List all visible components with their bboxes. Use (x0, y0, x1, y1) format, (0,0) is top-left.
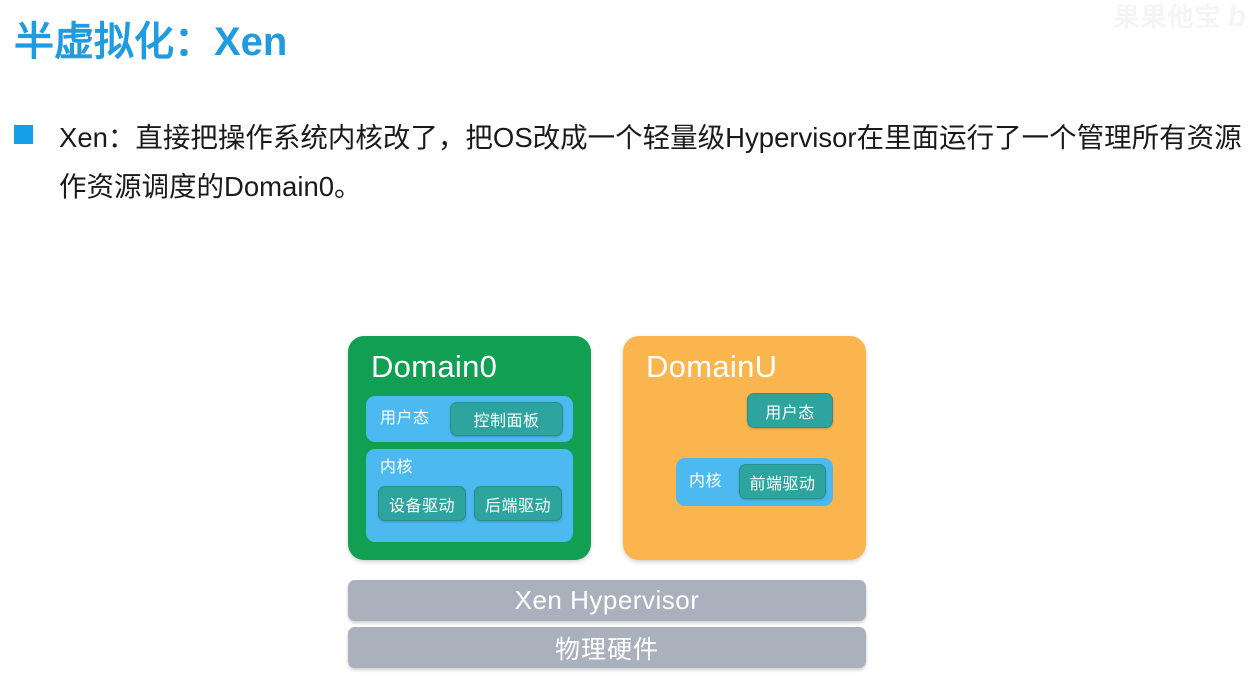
bullet-item-text: Xen：直接把操作系统内核改了，把OS改成一个轻量级Hypervisor在里面运… (59, 122, 1242, 202)
domain0-device-driver-chip: 设备驱动 (378, 486, 466, 521)
domainu-kernel-layer-label: 内核 (689, 473, 723, 490)
domain0-control-panel-chip: 控制面板 (450, 402, 563, 436)
bullet-item: Xen：直接把操作系统内核改了，把OS改成一个轻量级Hypervisor在里面运… (14, 113, 1242, 211)
xen-hypervisor-bar: Xen Hypervisor (348, 580, 866, 621)
watermark: 果果他宝 b (1113, 0, 1249, 33)
domainu-user-mode-chip: 用户态 (747, 393, 833, 428)
domain0-user-layer-label: 用户态 (380, 410, 430, 427)
domain0-title: Domain0 (371, 349, 498, 384)
bullet-square-icon (14, 125, 33, 144)
domain0-user-layer: 用户态 控制面板 (366, 396, 573, 442)
domainu-title: DomainU (646, 349, 778, 384)
page-title: 半虚拟化：Xen (14, 20, 288, 64)
domain0-kernel-layer-label: 内核 (380, 459, 414, 476)
domainu-frontend-driver-chip: 前端驱动 (739, 464, 826, 499)
xen-architecture-diagram: Domain0 用户态 控制面板 内核 设备驱动 后端驱动 DomainU 用户… (348, 336, 866, 670)
domain0-kernel-layer: 内核 设备驱动 后端驱动 (366, 449, 573, 542)
domainu-box: DomainU 用户态 内核 前端驱动 (623, 336, 866, 560)
domainu-kernel-layer: 内核 前端驱动 (676, 458, 833, 506)
physical-hardware-bar: 物理硬件 (348, 627, 866, 668)
domain0-box: Domain0 用户态 控制面板 内核 设备驱动 后端驱动 (348, 336, 591, 560)
watermark-logo-icon: b (1225, 0, 1249, 33)
domain0-backend-driver-chip: 后端驱动 (474, 486, 562, 521)
domains-row: Domain0 用户态 控制面板 内核 设备驱动 后端驱动 DomainU 用户… (348, 336, 866, 560)
watermark-text: 果果他宝 (1113, 2, 1222, 32)
